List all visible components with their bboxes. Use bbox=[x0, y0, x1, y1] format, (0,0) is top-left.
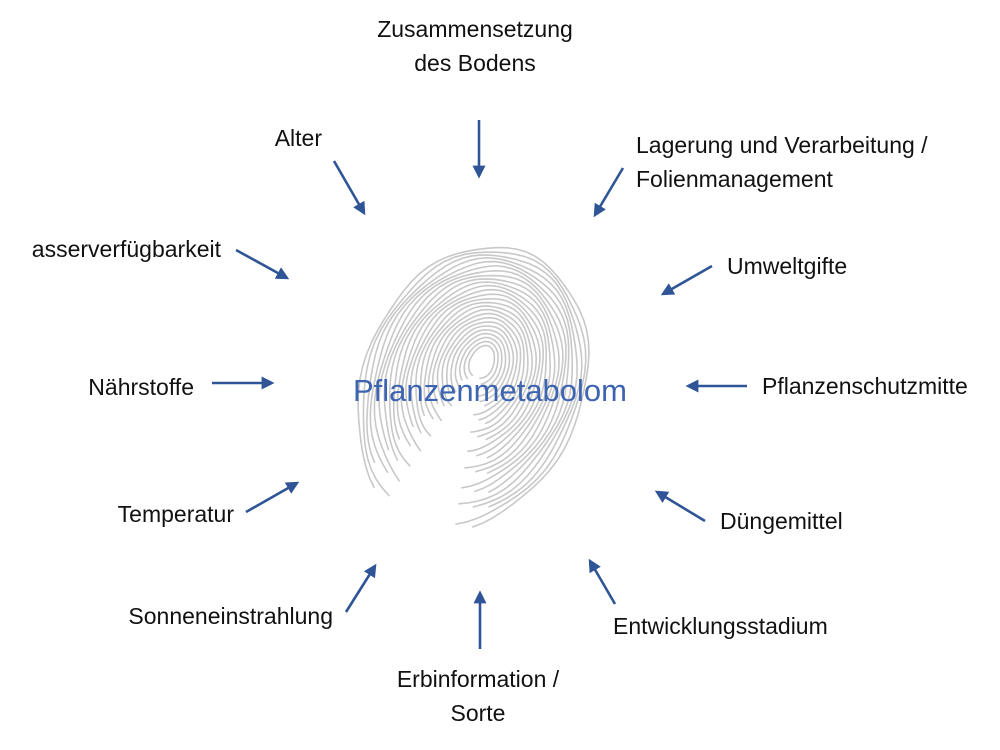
arrow-entwicklungsstadium bbox=[588, 558, 617, 605]
center-label: Pflanzenmetabolom bbox=[353, 373, 627, 408]
factor-label-alter: Alter bbox=[274, 125, 322, 151]
factor-label-lagerung: Lagerung und Verarbeitung /Folienmanagem… bbox=[636, 132, 928, 192]
factor-label-naehrstoffe: Nährstoffe bbox=[88, 374, 194, 400]
arrow-alter bbox=[332, 160, 366, 216]
arrow-umweltgifte bbox=[660, 264, 713, 296]
factor-label-erbinformation: Erbinformation /Sorte bbox=[396, 666, 560, 726]
arrow-duengemittel bbox=[654, 490, 706, 523]
arrow-temperatur bbox=[245, 481, 300, 514]
factor-label-temperatur: Temperatur bbox=[117, 501, 234, 527]
factor-label-entwicklungsstadium: Entwicklungsstadium bbox=[613, 613, 828, 639]
factor-label-duengemittel: Düngemittel bbox=[720, 508, 843, 534]
arrow-sonneneinstrahlung bbox=[344, 563, 377, 613]
factor-label-sonneneinstrahlung: Sonneneinstrahlung bbox=[128, 603, 333, 629]
factor-label-wasserverfuegbarkeit: asserverfügbarkeit bbox=[31, 236, 221, 262]
factor-label-umweltgifte: Umweltgifte bbox=[727, 253, 848, 279]
arrow-lagerung bbox=[593, 167, 625, 218]
factor-label-pflanzenschutzmittel: Pflanzenschutzmitte bbox=[762, 373, 968, 399]
arrow-wasserverfuegbarkeit bbox=[235, 248, 290, 280]
